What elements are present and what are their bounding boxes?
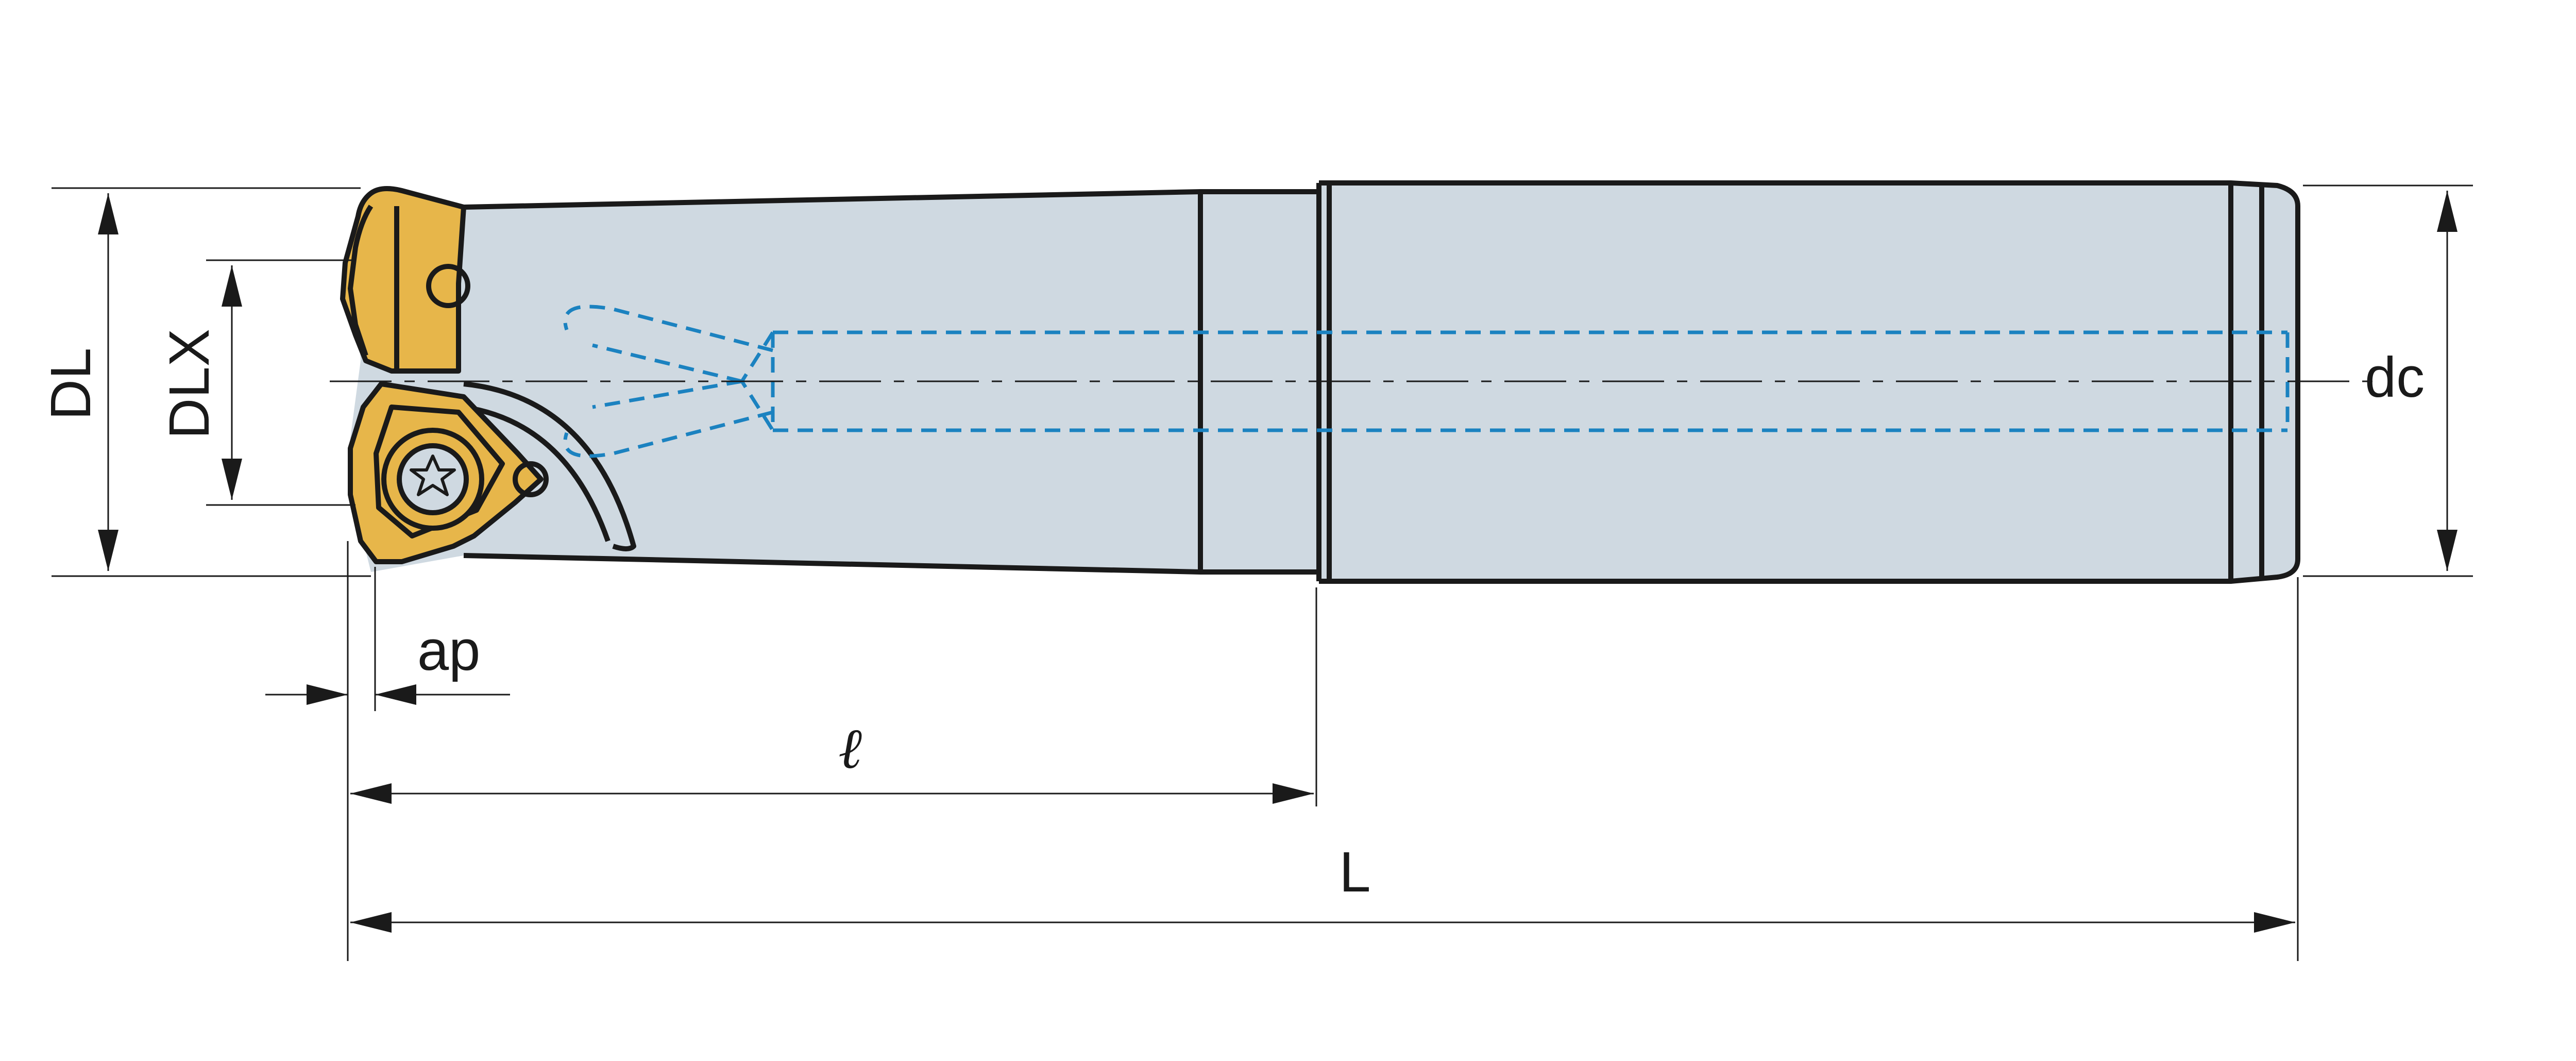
dc-label: dc	[2365, 346, 2425, 409]
dl-label: DL	[39, 348, 103, 420]
tool-body	[350, 180, 2300, 584]
dlx-label: DLX	[158, 329, 221, 439]
upper-insert	[340, 186, 470, 374]
lower-insert	[348, 381, 636, 564]
l-small-label: ℓ	[838, 717, 862, 780]
ap-label: ap	[417, 619, 480, 682]
coolant-channel	[563, 305, 2290, 458]
extension-lines	[52, 184, 2473, 961]
l-total-label: L	[1339, 840, 1370, 904]
